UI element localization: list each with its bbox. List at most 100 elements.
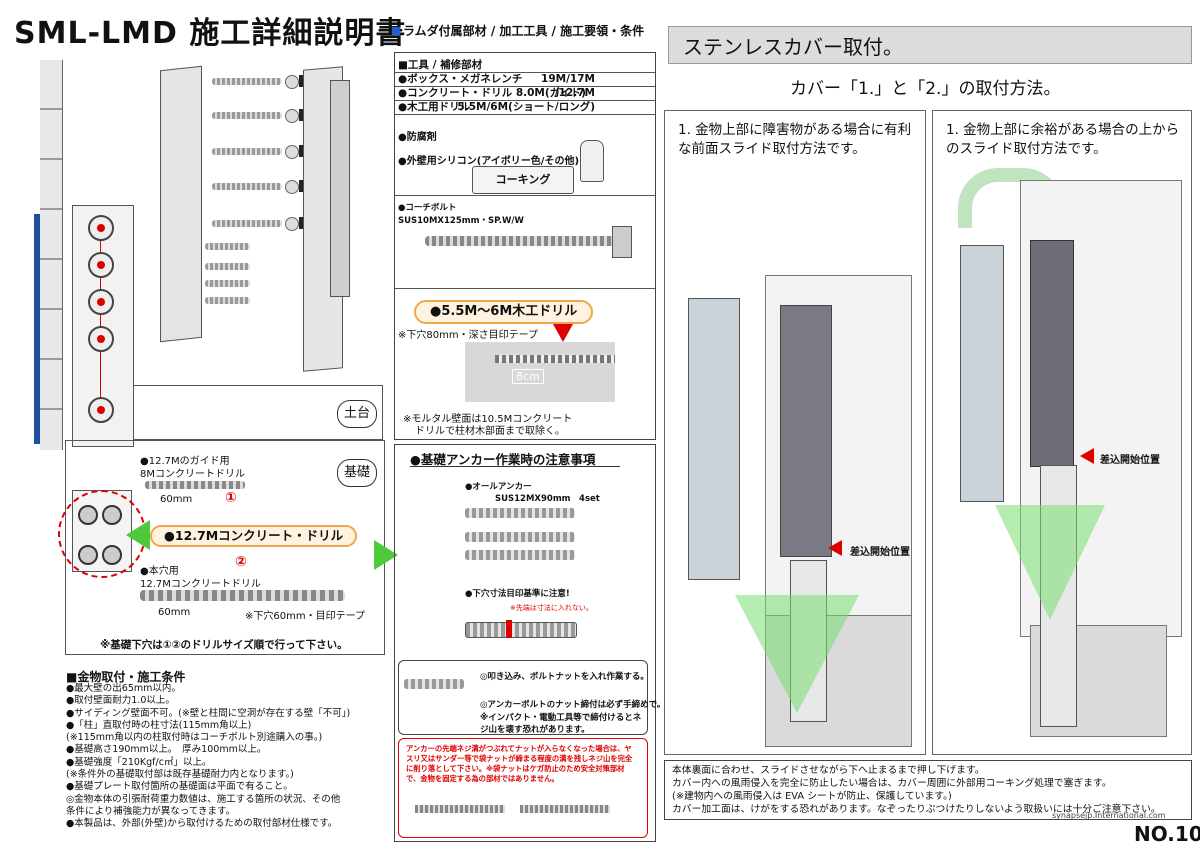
- footer-notes-box: [664, 760, 1192, 820]
- pilot-hole-note: ※下穴80mm・深さ目印テープ: [398, 330, 538, 341]
- bolt-hole: [88, 326, 114, 352]
- bolt-hole: [88, 252, 114, 278]
- method2-panel: [932, 110, 1192, 755]
- red-down-arrow: [553, 324, 573, 342]
- circled-number-2: ②: [235, 554, 247, 570]
- footer-line: 本体裏面に合わせ、スライドさせながら下へ止まるまで押し下げます。: [672, 765, 985, 776]
- coach-bolt: [212, 78, 282, 85]
- anchor-note-3: ※インパクト・電動工具等で締付けるとネジ山を壊す恐れがあります。: [480, 713, 642, 735]
- washer: [285, 180, 299, 194]
- condition-line: ●基礎プレート取付箇所の基礎面は平面で有ること。: [66, 781, 293, 793]
- dodai-area: [133, 385, 383, 440]
- tools-box: [394, 52, 656, 440]
- circled-number-1: ①: [225, 490, 237, 506]
- anchor-bolt: [205, 243, 250, 250]
- washer: [285, 109, 299, 123]
- condition-line: ●基礎高さ190mm以上。 厚み100mm以上。: [66, 744, 267, 756]
- coach-bolt: [212, 148, 282, 155]
- anchor-bolt: [205, 263, 250, 270]
- coach-bolt-label: ●コーチボルト: [398, 203, 457, 213]
- footer-line: カバー加工面は、けがをする恐れがあります。なぞったりぶつけたりしないよう取扱いに…: [672, 804, 1161, 815]
- metal-bracket-side: [330, 80, 350, 297]
- dark-cover-2: [1030, 240, 1074, 467]
- dark-cover: [780, 305, 832, 557]
- tool-spec: 5.5M/6M(ショート/ロング): [457, 101, 595, 113]
- bolt-hole: [88, 215, 114, 241]
- clear-cover: [688, 298, 740, 580]
- anchor-image: [465, 532, 575, 542]
- drill1-length: 60mm: [160, 494, 193, 505]
- document-title: SML-LMD 施工詳細説明書: [14, 16, 407, 51]
- anchor-notes-box: [398, 660, 648, 735]
- wood-drill-pill: ●5.5M～6M木工ドリル: [414, 300, 594, 324]
- dodai-label: 土台: [337, 400, 377, 428]
- page-number: NO.10: [1134, 822, 1200, 846]
- wall-edge-blue: [34, 214, 40, 444]
- wood-drill-photo: [465, 342, 615, 402]
- anchor-spec: SUS12MX90mm 4set: [495, 494, 600, 504]
- kiso-label: 基礎: [337, 459, 377, 487]
- threaded-rod: [520, 805, 610, 813]
- coach-bolt: [212, 112, 282, 119]
- drill1-label: ●12.7Mのガイド用: [140, 456, 230, 467]
- footer-line: (※建物内への風雨侵入は EVA シートが防止、保護しています。): [672, 791, 952, 802]
- drill-bit-8m: [145, 481, 245, 489]
- coach-bolt: [212, 220, 282, 227]
- anchor-note-1: ◎叩き込み、ボルトナットを入れ作業する。: [480, 672, 649, 682]
- anchor-title-underline: [410, 466, 620, 467]
- coach-bolt-head: [612, 226, 632, 258]
- anchor-bolt: [205, 297, 250, 304]
- bolt-hole: [88, 397, 114, 423]
- green-arrow-left: [126, 520, 150, 550]
- condition-line: (※115mm角以内の柱取付時はコーチボルト別途購入の事。): [66, 732, 323, 744]
- all-anchor-label: ●オールアンカー: [465, 482, 532, 492]
- method2-text: 1. 金物上部に余裕がある場合の上からのスライド取付方法です。: [946, 122, 1180, 157]
- threaded-rod: [415, 805, 505, 813]
- anchor-image: [465, 550, 575, 560]
- blue-square-icon: [392, 27, 400, 35]
- section-subtitle: ラムダ付属部材 / 加工工具 / 施工要領・条件: [392, 22, 644, 39]
- insert-start-label-1: 差込開始位置: [850, 547, 910, 558]
- washer: [285, 145, 299, 159]
- anchor-depth-diagram: [465, 622, 577, 638]
- footer-line: カバー内への風雨侵入を完全に防止したい場合は、カバー周囲に外部用コーキング処理で…: [672, 778, 1112, 789]
- drill-bit-127m: [140, 590, 345, 601]
- red-depth-band: [506, 620, 512, 638]
- mortar-note-1: ※モルタル壁面は10.5Mコンクリート: [403, 414, 573, 425]
- tools-header: ■工具 / 補修部材: [398, 59, 483, 71]
- tool-name: ●木工用ドリル: [398, 101, 471, 113]
- green-arrow-down: [735, 595, 859, 713]
- drill-order-note: ※基礎下穴は①②のドリルサイズ順で行って下さい。: [100, 639, 348, 651]
- coach-bolt-image: [425, 236, 615, 246]
- anchor-warning-box: [398, 738, 648, 838]
- drill-127-pill: ●12.7Mコンクリート・ドリル: [150, 525, 358, 547]
- section-divider: [395, 288, 655, 289]
- anchor-bolt-drawing: [404, 679, 464, 689]
- tool-row: ●コンクリート・ドリル 8.0M(ガイド)/12.7M: [395, 87, 655, 101]
- wood-drill-bit: [495, 355, 615, 363]
- condition-line: ●基礎強度「210Kgf/c㎡」以上。: [66, 756, 212, 768]
- condition-line: ●サイディング壁面不可。(※壁と柱間に空洞が存在する壁「不可」): [66, 707, 351, 719]
- condition-line: 条件により補強能力が異なってきます。: [66, 805, 236, 817]
- rust-preventive-label: ●防腐剤: [398, 132, 437, 143]
- coach-bolt: [212, 183, 282, 190]
- anchor-title: ●基礎アンカー作業時の注意事項: [410, 452, 596, 467]
- caulking-tube: コーキング: [472, 166, 574, 194]
- bolt-hole: [88, 289, 114, 315]
- washer: [285, 75, 299, 89]
- anchor-box: [394, 444, 656, 842]
- drill2-label: ●本穴用: [140, 566, 179, 577]
- method1-text: 1. 金物上部に障害物がある場合に有利な前面スライド取付方法です。: [678, 122, 912, 157]
- condition-line: ●取付壁面耐力1.0以上。: [66, 695, 175, 707]
- footer-notes: 本体裏面に合わせ、スライドさせながら下へ止まるまで押し下げます。カバー内への風雨…: [672, 764, 1187, 816]
- condition-line: (※条件外の基礎取付部は既存基礎耐力内となります。): [66, 769, 294, 781]
- tool-name: ●ボックス・メガネレンチ: [398, 73, 523, 85]
- silicone-label: ●外壁用シリコン(アイボリー色/その他): [398, 156, 580, 167]
- section-divider: [395, 195, 655, 196]
- red-guide-line: [100, 225, 101, 415]
- tool-name: ●コンクリート・ドリル 8.0M(ガイド): [398, 87, 586, 99]
- condition-line: ◎金物本体の引張耐荷重力数値は、施工する箇所の状況、その他: [66, 793, 341, 805]
